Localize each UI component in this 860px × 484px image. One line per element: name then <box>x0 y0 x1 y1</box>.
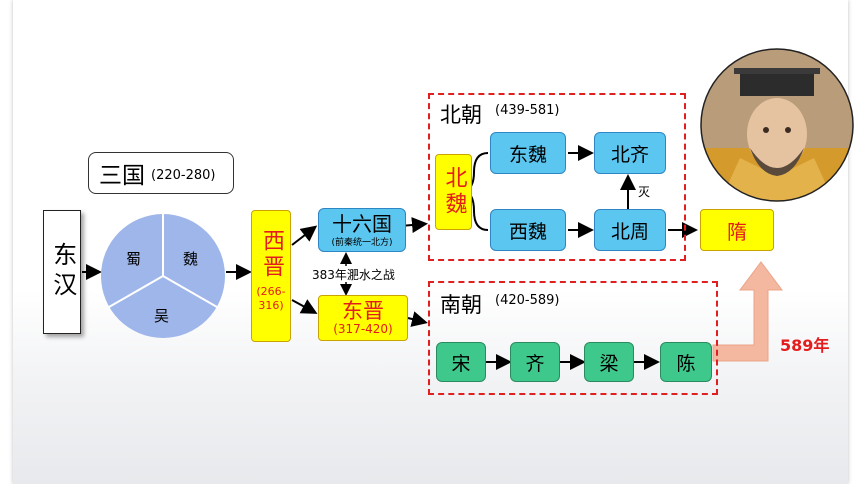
north-years: (439-581) <box>495 103 560 118</box>
song-label: 宋 <box>451 352 471 375</box>
north-title: 北朝 <box>440 103 482 127</box>
north-dynasties-region <box>428 93 686 261</box>
xijin-box: 西晋 (266-316) <box>251 210 291 342</box>
beiqi-label: 北齐 <box>610 143 649 166</box>
beizhou-label: 北周 <box>610 220 649 243</box>
year-589-label: 589年 <box>780 336 830 355</box>
south-title: 南朝 <box>440 293 482 317</box>
arrow-xijin-to-dongjin <box>291 299 318 314</box>
liang-label: 梁 <box>599 352 619 375</box>
sixteen-kingdoms-note: (前秦统一北方) <box>331 237 393 248</box>
sui-label: 隋 <box>727 219 747 244</box>
pie-label-shu: 蜀 <box>126 250 142 268</box>
liang-box: 梁 <box>584 342 634 382</box>
dongjin-box: 东晋 (317-420) <box>318 295 408 341</box>
battle-label: 383年淝水之战 <box>312 268 395 282</box>
beiwei-box: 北魏 <box>435 154 472 230</box>
three-kingdoms-pie <box>101 214 225 338</box>
sixteen-kingdoms-box: 十六国 (前秦统一北方) <box>318 208 406 252</box>
arrow-dongjin-to-south <box>407 311 428 327</box>
xijin-label: 西晋 <box>259 229 284 281</box>
chen-box: 陈 <box>660 342 712 382</box>
xiwei-box: 西魏 <box>490 209 566 251</box>
portrait-face <box>747 98 807 170</box>
portrait-crown <box>740 70 814 96</box>
pie-divider-right <box>162 275 218 308</box>
beiqi-box: 北齐 <box>594 132 666 174</box>
xijin-years: (266-316) <box>256 285 286 313</box>
emperor-portrait <box>700 48 854 202</box>
donghan-label: 东汉 <box>48 242 77 302</box>
sui-box: 隋 <box>700 209 774 251</box>
dongwei-label: 东魏 <box>508 143 547 166</box>
donghan-box: 东汉 <box>43 210 81 334</box>
south-dynasties-region <box>428 281 718 395</box>
three-kingdoms-title: 三国 <box>99 163 145 189</box>
dongjin-years: (317-420) <box>333 322 393 337</box>
dongwei-box: 东魏 <box>490 132 566 174</box>
xiwei-label: 西魏 <box>508 220 547 243</box>
arrow-xijin-to-sixteen <box>291 225 318 246</box>
south-years: (420-589) <box>495 293 560 308</box>
sixteen-kingdoms-label: 十六国 <box>332 211 392 236</box>
big-arrow-to-sui <box>712 261 783 362</box>
pie-label-wei: 魏 <box>183 250 199 268</box>
song-box: 宋 <box>436 342 486 382</box>
pie-label-wu: 吴 <box>154 307 170 325</box>
qi-box: 齐 <box>510 342 560 382</box>
dongjin-label: 东晋 <box>342 298 384 323</box>
qi-label: 齐 <box>525 352 545 375</box>
pie-divider-left <box>108 275 164 308</box>
three-kingdoms-title-box: 三国 (220-280) <box>88 152 234 194</box>
beizhou-box: 北周 <box>594 209 666 251</box>
chen-label: 陈 <box>676 352 696 375</box>
mie-label: 灭 <box>638 185 651 199</box>
beiwei-label: 北魏 <box>441 166 467 218</box>
three-kingdoms-years: (220-280) <box>151 167 216 183</box>
